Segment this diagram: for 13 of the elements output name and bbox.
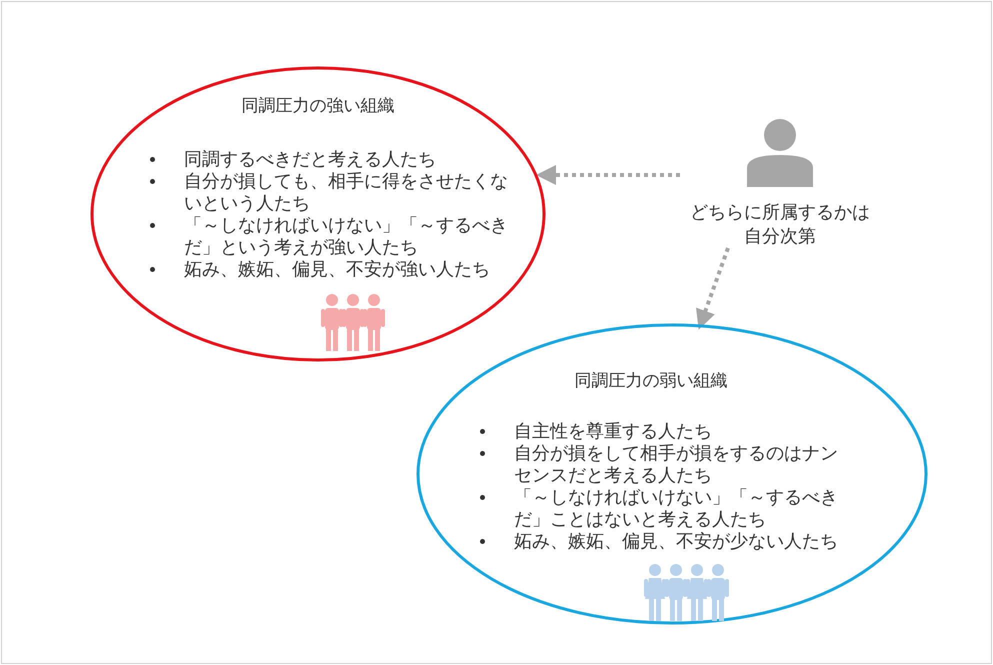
- list-item: 「～しなければいけない」「～するべきだ」ことはないと考える人たち: [514, 487, 838, 529]
- arrow: [696, 247, 730, 330]
- list-item: 妬み、嫉妬、偏見、不安が少ない人たち: [514, 531, 838, 551]
- heading: 同調圧力の強い組織: [240, 95, 396, 117]
- heading: 同調圧力の弱い組織: [574, 370, 728, 392]
- arrow: [536, 165, 680, 185]
- list-item: 妬み、嫉妬、偏見、不安が強い人たち: [184, 259, 490, 279]
- list-item: 自主性を尊重する人たち: [514, 421, 712, 441]
- list-item: 自分が損しても、相手に得をさせたくないという人たち: [184, 171, 508, 213]
- list-item: 同調するべきだと考える人たち: [184, 149, 436, 169]
- list-item: 自分が損をして相手が損をするのはナンセンスだと考える人たち: [514, 443, 838, 485]
- node-label: どちらに所属するかは自分次第: [689, 201, 871, 248]
- list-item: 「～しなければいけない」「～するべきだ」という考えが強い人たち: [184, 215, 508, 257]
